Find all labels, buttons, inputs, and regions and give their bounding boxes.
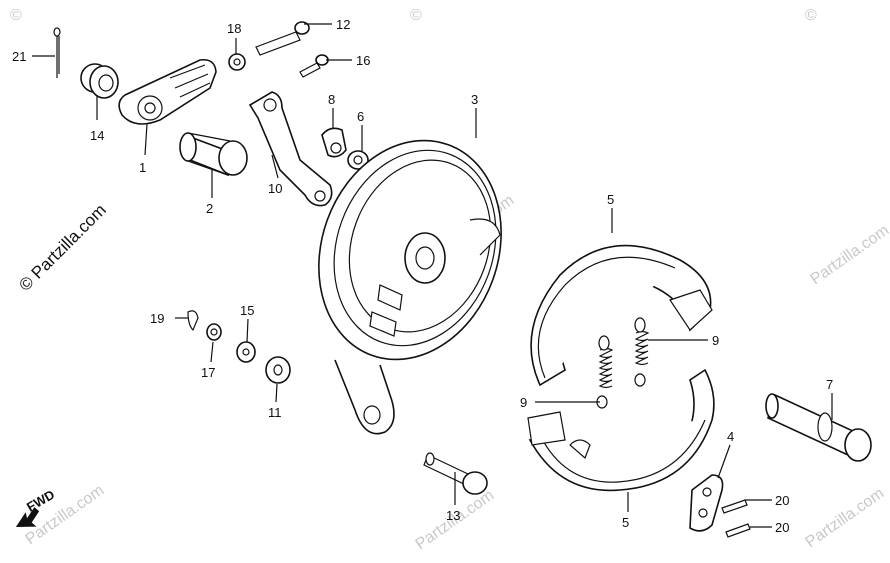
part-washer-17 bbox=[206, 323, 222, 341]
callout-20-lower: 20 bbox=[775, 520, 789, 535]
part-nut bbox=[347, 150, 369, 170]
callout-8: 8 bbox=[328, 92, 335, 107]
callout-5-upper: 5 bbox=[607, 192, 614, 207]
watermark-corner: © bbox=[410, 7, 422, 24]
part-pivot-pin bbox=[423, 452, 488, 495]
part-joint bbox=[80, 63, 119, 99]
callout-5-lower: 5 bbox=[622, 515, 629, 530]
part-washer-15 bbox=[236, 341, 256, 363]
part-cylinder bbox=[179, 132, 248, 177]
part-short-bolt bbox=[299, 54, 329, 78]
part-long-bolt bbox=[255, 21, 310, 56]
part-arm-link bbox=[248, 91, 333, 207]
part-clip bbox=[321, 127, 347, 158]
part-pin-19 bbox=[187, 310, 199, 332]
callout-2: 2 bbox=[206, 201, 213, 216]
callout-19: 19 bbox=[150, 311, 164, 326]
callout-11: 11 bbox=[268, 405, 282, 420]
callout-9-left: 9 bbox=[520, 395, 527, 410]
part-brake-panel bbox=[318, 139, 502, 435]
watermark-text: Partzilla.com bbox=[803, 485, 888, 551]
watermark-corner: © bbox=[805, 7, 817, 24]
fwd-label: FWD bbox=[24, 487, 57, 515]
callout-12: 12 bbox=[336, 17, 350, 32]
watermark-corner: © bbox=[10, 7, 22, 24]
copyright-watermark: © Partzilla.com bbox=[15, 200, 109, 294]
callout-9-right: 9 bbox=[712, 333, 719, 348]
part-small-pins bbox=[721, 499, 751, 538]
part-brake-shoe-upper bbox=[530, 244, 713, 387]
callout-21: 21 bbox=[12, 49, 26, 64]
callout-13: 13 bbox=[446, 508, 460, 523]
callout-6: 6 bbox=[357, 109, 364, 124]
callout-20-upper: 20 bbox=[775, 493, 789, 508]
callout-3: 3 bbox=[471, 92, 478, 107]
part-springs bbox=[596, 317, 650, 409]
part-small-nut bbox=[228, 53, 246, 71]
part-brake-shoe-lower bbox=[527, 368, 715, 492]
callout-18: 18 bbox=[227, 21, 241, 36]
callout-labels: 21 14 1 2 18 12 16 10 8 6 3 5 9 9 7 4 5 … bbox=[12, 17, 833, 535]
callout-10: 10 bbox=[268, 181, 282, 196]
callout-17: 17 bbox=[201, 365, 215, 380]
part-nut-11 bbox=[265, 356, 291, 384]
part-plate bbox=[689, 474, 724, 532]
callout-15: 15 bbox=[240, 303, 254, 318]
part-brake-arm bbox=[118, 58, 217, 125]
callout-16: 16 bbox=[356, 53, 370, 68]
watermark-text: Partzilla.com bbox=[808, 222, 890, 288]
leader-lines bbox=[32, 23, 833, 528]
callout-1: 1 bbox=[139, 160, 146, 175]
callout-14: 14 bbox=[90, 128, 104, 143]
part-cotter-pin bbox=[53, 27, 61, 78]
part-cam-shaft bbox=[765, 393, 872, 462]
callout-4: 4 bbox=[727, 429, 734, 444]
callout-7: 7 bbox=[826, 377, 833, 392]
